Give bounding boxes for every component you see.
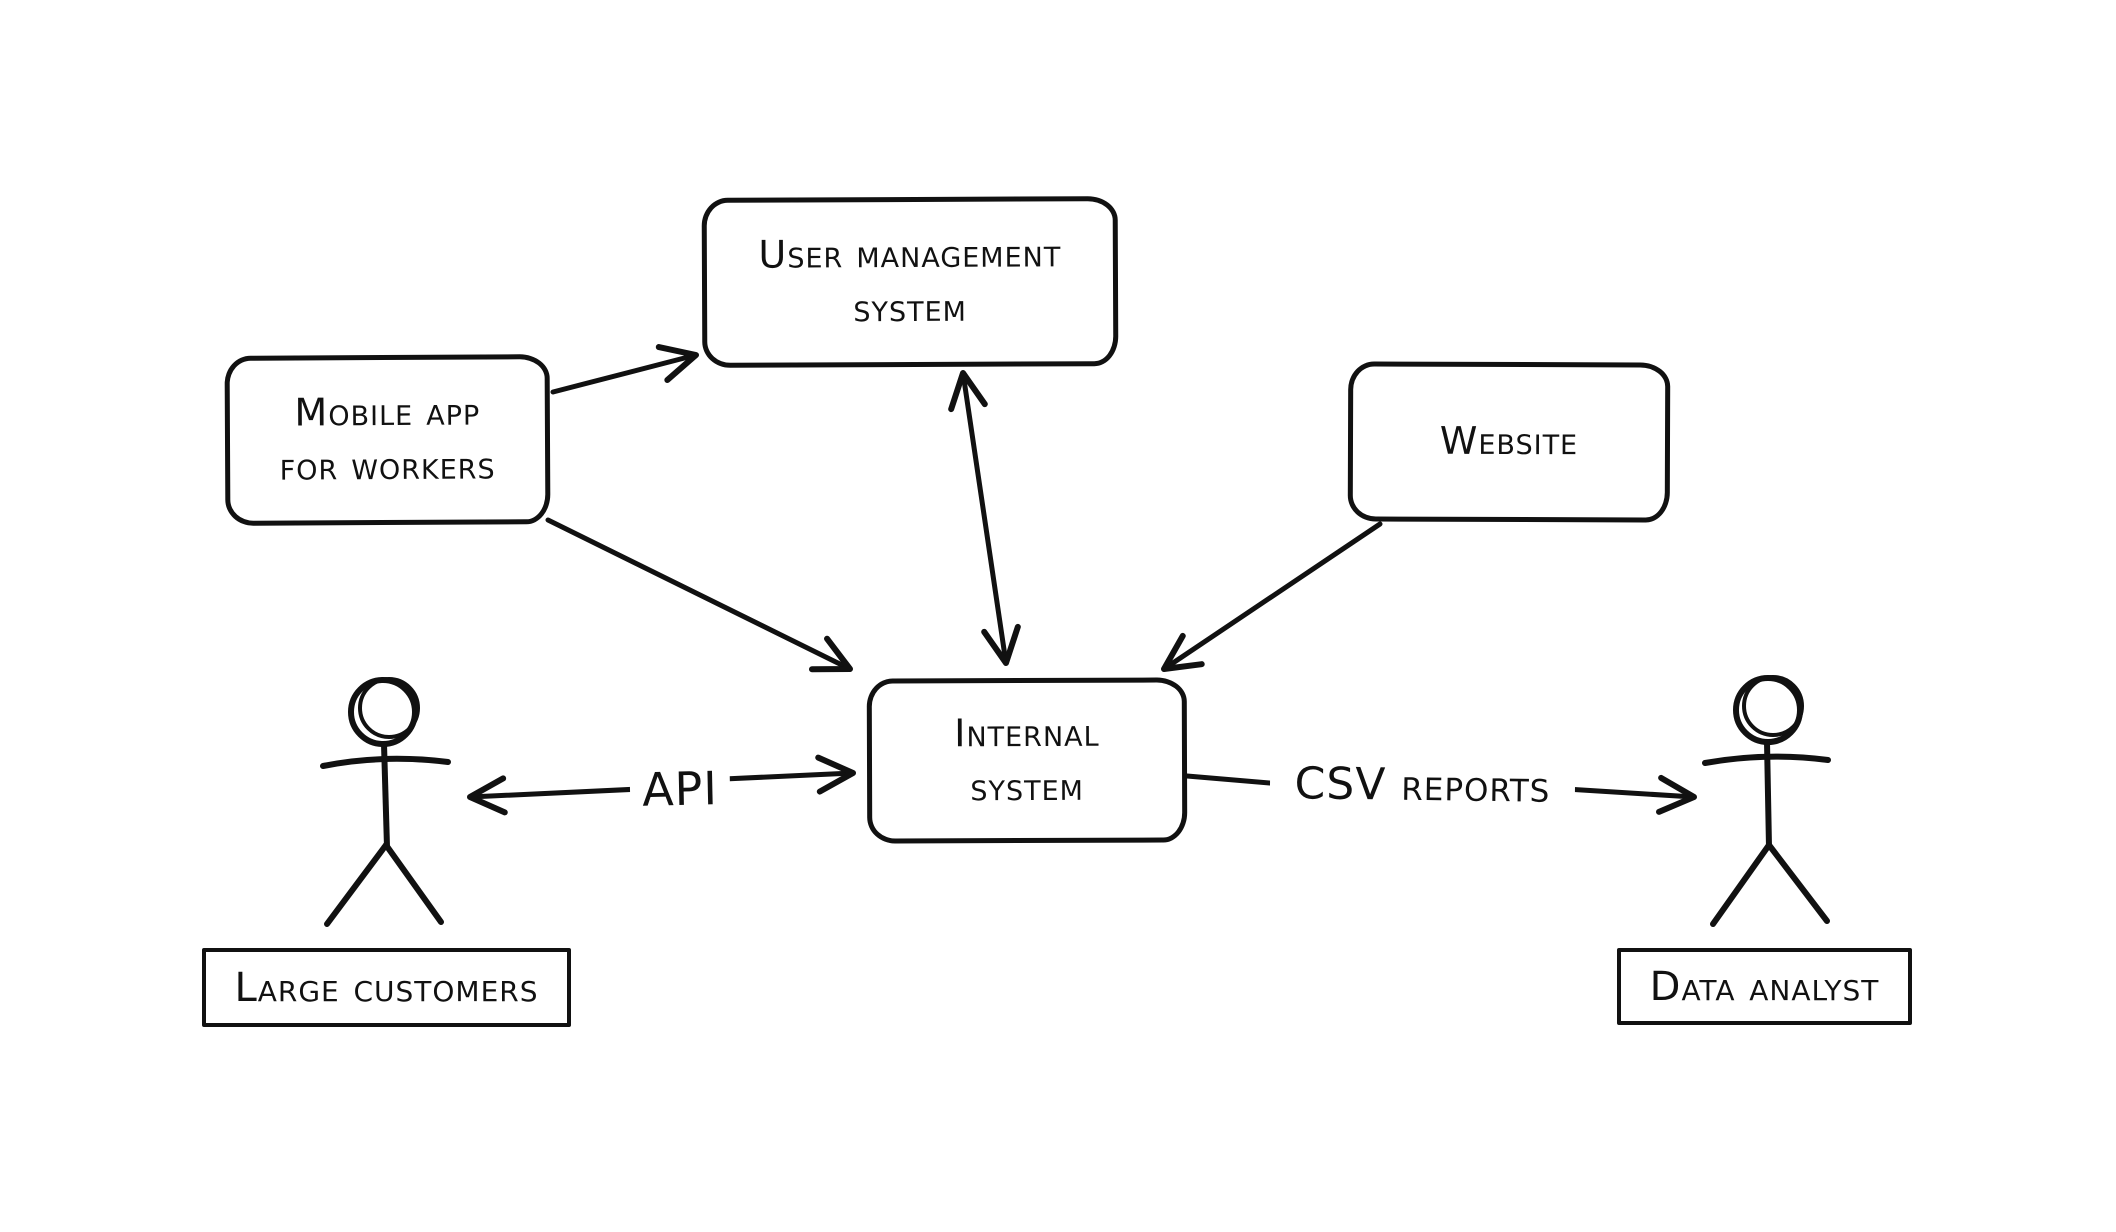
arrow-csv-left-segment [1184,773,1285,787]
figure-arms [1702,753,1831,766]
node-label-line: system [853,285,968,331]
arrow-api-left-segment [466,775,643,816]
stick-figure-data-analyst [1702,675,1831,927]
node-user-management-system: User management system [701,196,1119,368]
arrow-mobile-to-user-management [550,344,699,395]
node-mobile-app-for-workers: Mobile app for workers [224,354,551,526]
node-label-line: for workers [279,443,496,489]
node-label-line: Mobile app [294,389,481,435]
node-website: Website [1347,361,1671,523]
node-internal-system: Internal system [866,677,1188,844]
node-label-line: Website [1439,418,1579,464]
figure-leg-right [1766,842,1830,924]
arrow-website-to-internal [1161,521,1383,672]
stick-figure-large-customers [320,677,451,927]
edge-label-csv-reports: CSV reports [1269,757,1576,814]
figure-leg-right [383,842,444,925]
actor-label-data-analyst: Data analyst [1617,948,1912,1025]
edge-label-api: API [629,760,731,818]
arrow-csv-right-segment [1563,774,1697,815]
arrow-user-management-internal-two-way [948,370,1021,666]
actor-label-text: Data analyst [1649,963,1880,1010]
figure-leg-left [1710,842,1772,927]
node-label-line: system [970,764,1084,809]
figure-leg-left [324,842,389,927]
figure-head-sketch-icon [358,677,420,739]
node-label-line: Internal [954,710,1100,755]
actor-label-large-customers: Large customers [202,948,571,1027]
arrow-mobile-to-internal [545,517,853,673]
figure-arms [320,755,451,769]
actor-label-text: Large customers [234,964,539,1011]
arrow-api-right-segment [721,754,856,795]
figure-head-sketch-icon [1742,675,1804,737]
node-label-line: User management [758,231,1062,277]
